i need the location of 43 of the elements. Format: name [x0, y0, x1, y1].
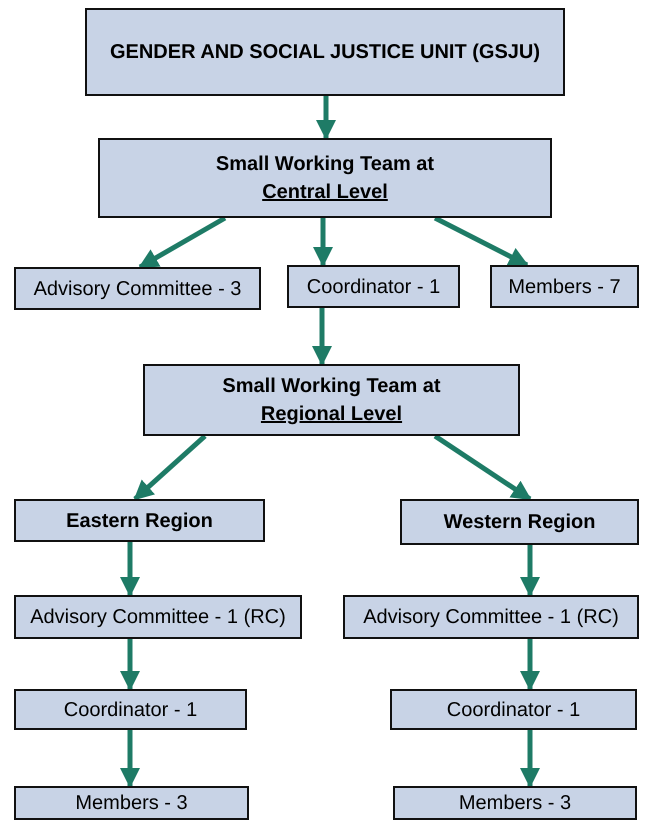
org-box — [14, 786, 249, 820]
org-box — [14, 595, 302, 639]
arrow — [312, 308, 332, 366]
heading-box — [143, 364, 520, 436]
node-label: Coordinator - 1 — [306, 274, 440, 300]
arrow — [434, 434, 532, 502]
node-label: Advisory Committee - 1 (RC) — [363, 605, 619, 630]
node-label: Coordinator - 1 — [64, 698, 198, 722]
org-box — [393, 786, 637, 820]
heading-box — [85, 8, 565, 96]
org-box — [343, 595, 639, 639]
org-box — [14, 267, 261, 310]
node-title: GENDER AND SOCIAL JUSTICE UNIT (GSJU) — [110, 40, 540, 65]
arrow — [133, 434, 207, 501]
org-box — [490, 265, 639, 308]
arrow — [316, 96, 336, 140]
arrow — [520, 730, 540, 788]
arrow — [120, 542, 140, 597]
node-title: Small Working Team at — [222, 374, 441, 399]
org-box — [287, 265, 460, 308]
node-title: Eastern Region — [66, 508, 213, 534]
node-title: Small Working Team at — [216, 152, 434, 177]
arrow — [138, 216, 226, 270]
heading-box — [400, 499, 639, 545]
node-title: Western Region — [444, 510, 596, 535]
node-label: Coordinator - 1 — [446, 698, 580, 722]
arrow — [520, 545, 540, 597]
node-label: Members - 7 — [508, 274, 621, 300]
node-label: Members - 3 — [75, 791, 188, 816]
node-label: Advisory Committee - 3 — [34, 276, 242, 302]
arrow — [120, 730, 140, 788]
org-box — [14, 689, 247, 730]
heading-box — [98, 138, 552, 218]
heading-box — [14, 499, 265, 542]
arrow — [120, 639, 140, 691]
arrow — [313, 218, 333, 267]
node-title: Regional Level — [260, 402, 402, 427]
arrow — [434, 216, 529, 268]
node-title: Central Level — [262, 180, 388, 205]
node-label: Advisory Committee - 1 (RC) — [30, 605, 286, 630]
org-box — [390, 689, 637, 730]
arrow — [520, 639, 540, 691]
node-label: Members - 3 — [458, 791, 572, 816]
